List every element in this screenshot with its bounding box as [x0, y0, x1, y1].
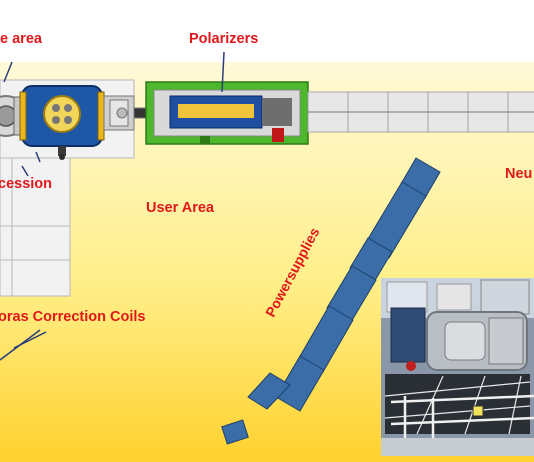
- label-neutron: Neu: [505, 166, 533, 182]
- leader-lines: [0, 51, 225, 361]
- connector-frame: [103, 95, 151, 131]
- label-user-area: User Area: [146, 200, 214, 216]
- label-sample-area: le area: [0, 31, 42, 47]
- power-supplies: [221, 157, 441, 445]
- precession-magnet: [19, 85, 105, 160]
- label-correction-coils: oras Correction Coils: [0, 309, 146, 325]
- beamline-guide: [307, 91, 534, 133]
- label-precession: cession: [0, 176, 52, 192]
- label-polarizers: Polarizers: [189, 31, 259, 47]
- polarizer-section: [145, 81, 309, 145]
- instrument-photo: [381, 278, 534, 456]
